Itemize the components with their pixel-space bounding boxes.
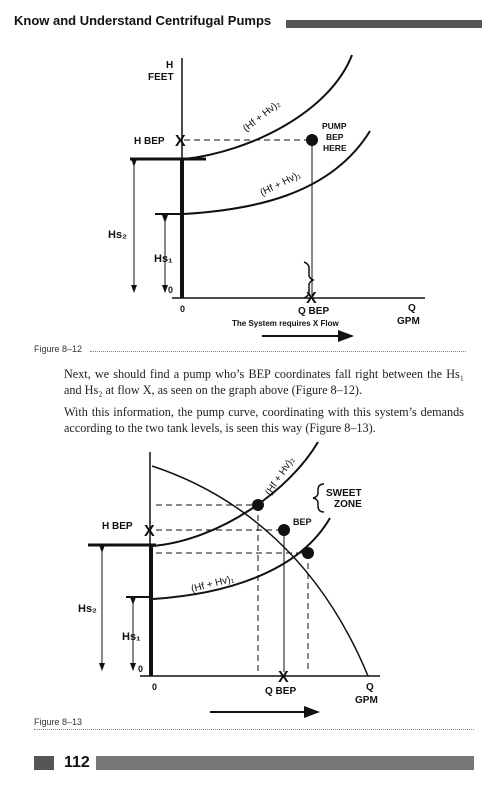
curve-label-upper: (Hf + Hv)₂ (241, 98, 283, 134)
h-bep-x-marker-2: X (144, 523, 155, 540)
origin-label-right: 0 (180, 304, 185, 314)
origin-label-left-2: 0 (138, 664, 143, 674)
hs1-label-2: Hs₁ (122, 631, 141, 643)
bep-point (306, 134, 318, 146)
q-bep-x-marker-2: X (278, 669, 289, 686)
curve-label-lower: (Hf + Hv)₁ (258, 169, 303, 198)
origin-label-left: 0 (168, 285, 173, 295)
sweet-zone-label-line-2: ZONE (334, 499, 362, 510)
bep-label: BEP (293, 517, 312, 527)
intersection-point-lower (302, 547, 314, 559)
footer-decorative-bar (96, 756, 474, 770)
figure-8-13: X X (Hf + Hv)₂ (Hf + Hv)₁ SWEET ZONE BEP… (78, 441, 380, 718)
q-bep-x-marker: X (306, 290, 317, 307)
running-header: Know and Understand Centrifugal Pumps (14, 10, 492, 34)
system-curve-upper (183, 54, 353, 160)
header-decorative-bar (286, 20, 482, 28)
axis-label-q-2: Q (366, 682, 374, 693)
axis-label-gpm-2: GPM (355, 695, 378, 706)
sweet-zone-label-line-1: SWEET (326, 488, 362, 499)
figure-caption-8-13: Figure 8–13 (34, 717, 83, 727)
bep-point-2 (278, 524, 290, 536)
footer-decorative-box (34, 756, 54, 770)
system-curve-upper-2 (152, 441, 319, 547)
axis-label-q: Q (408, 303, 416, 314)
running-header-title: Know and Understand Centrifugal Pumps (14, 13, 272, 28)
body-paragraph-2: With this information, the pump curve, c… (64, 405, 464, 435)
h-bep-label-2: H BEP (102, 521, 133, 532)
caption-rule-1 (90, 351, 466, 352)
sweet-zone-brace (312, 483, 325, 513)
intersection-point-upper (252, 499, 264, 511)
h-bep-label: H BEP (134, 136, 165, 147)
bep-bracket (303, 261, 315, 299)
flow-note: The System requires X Flow (232, 319, 339, 328)
h-bep-x-marker: X (175, 133, 186, 150)
axis-label-gpm: GPM (397, 316, 420, 327)
caption-rule-2 (34, 729, 474, 730)
hs2-label-2: Hs₂ (78, 603, 97, 615)
pump-bep-label-line-1: PUMP (322, 121, 347, 131)
axis-label-h: H (166, 60, 173, 71)
body-paragraph-1: Next, we should find a pump who’s BEP co… (64, 367, 464, 397)
figure-caption-8-12: Figure 8–12 (34, 344, 83, 354)
pump-curve (151, 465, 369, 677)
page-number: 112 (64, 754, 90, 771)
hs2-label: Hs₂ (108, 229, 127, 241)
system-curve-lower-2 (152, 517, 331, 600)
q-bep-label: Q BEP (298, 306, 329, 317)
axis-label-feet: FEET (148, 72, 174, 83)
hs1-label: Hs₁ (154, 253, 173, 265)
q-bep-label-2: Q BEP (265, 686, 296, 697)
figure-8-12: X X H FEET H BEP (Hf + Hv)₂ (Hf + Hv)₁ P… (108, 54, 425, 342)
pump-bep-label-line-3: HERE (323, 143, 347, 153)
system-curve-lower (183, 130, 371, 215)
pump-bep-label-line-2: BEP (326, 132, 344, 142)
origin-label-right-2: 0 (152, 682, 157, 692)
